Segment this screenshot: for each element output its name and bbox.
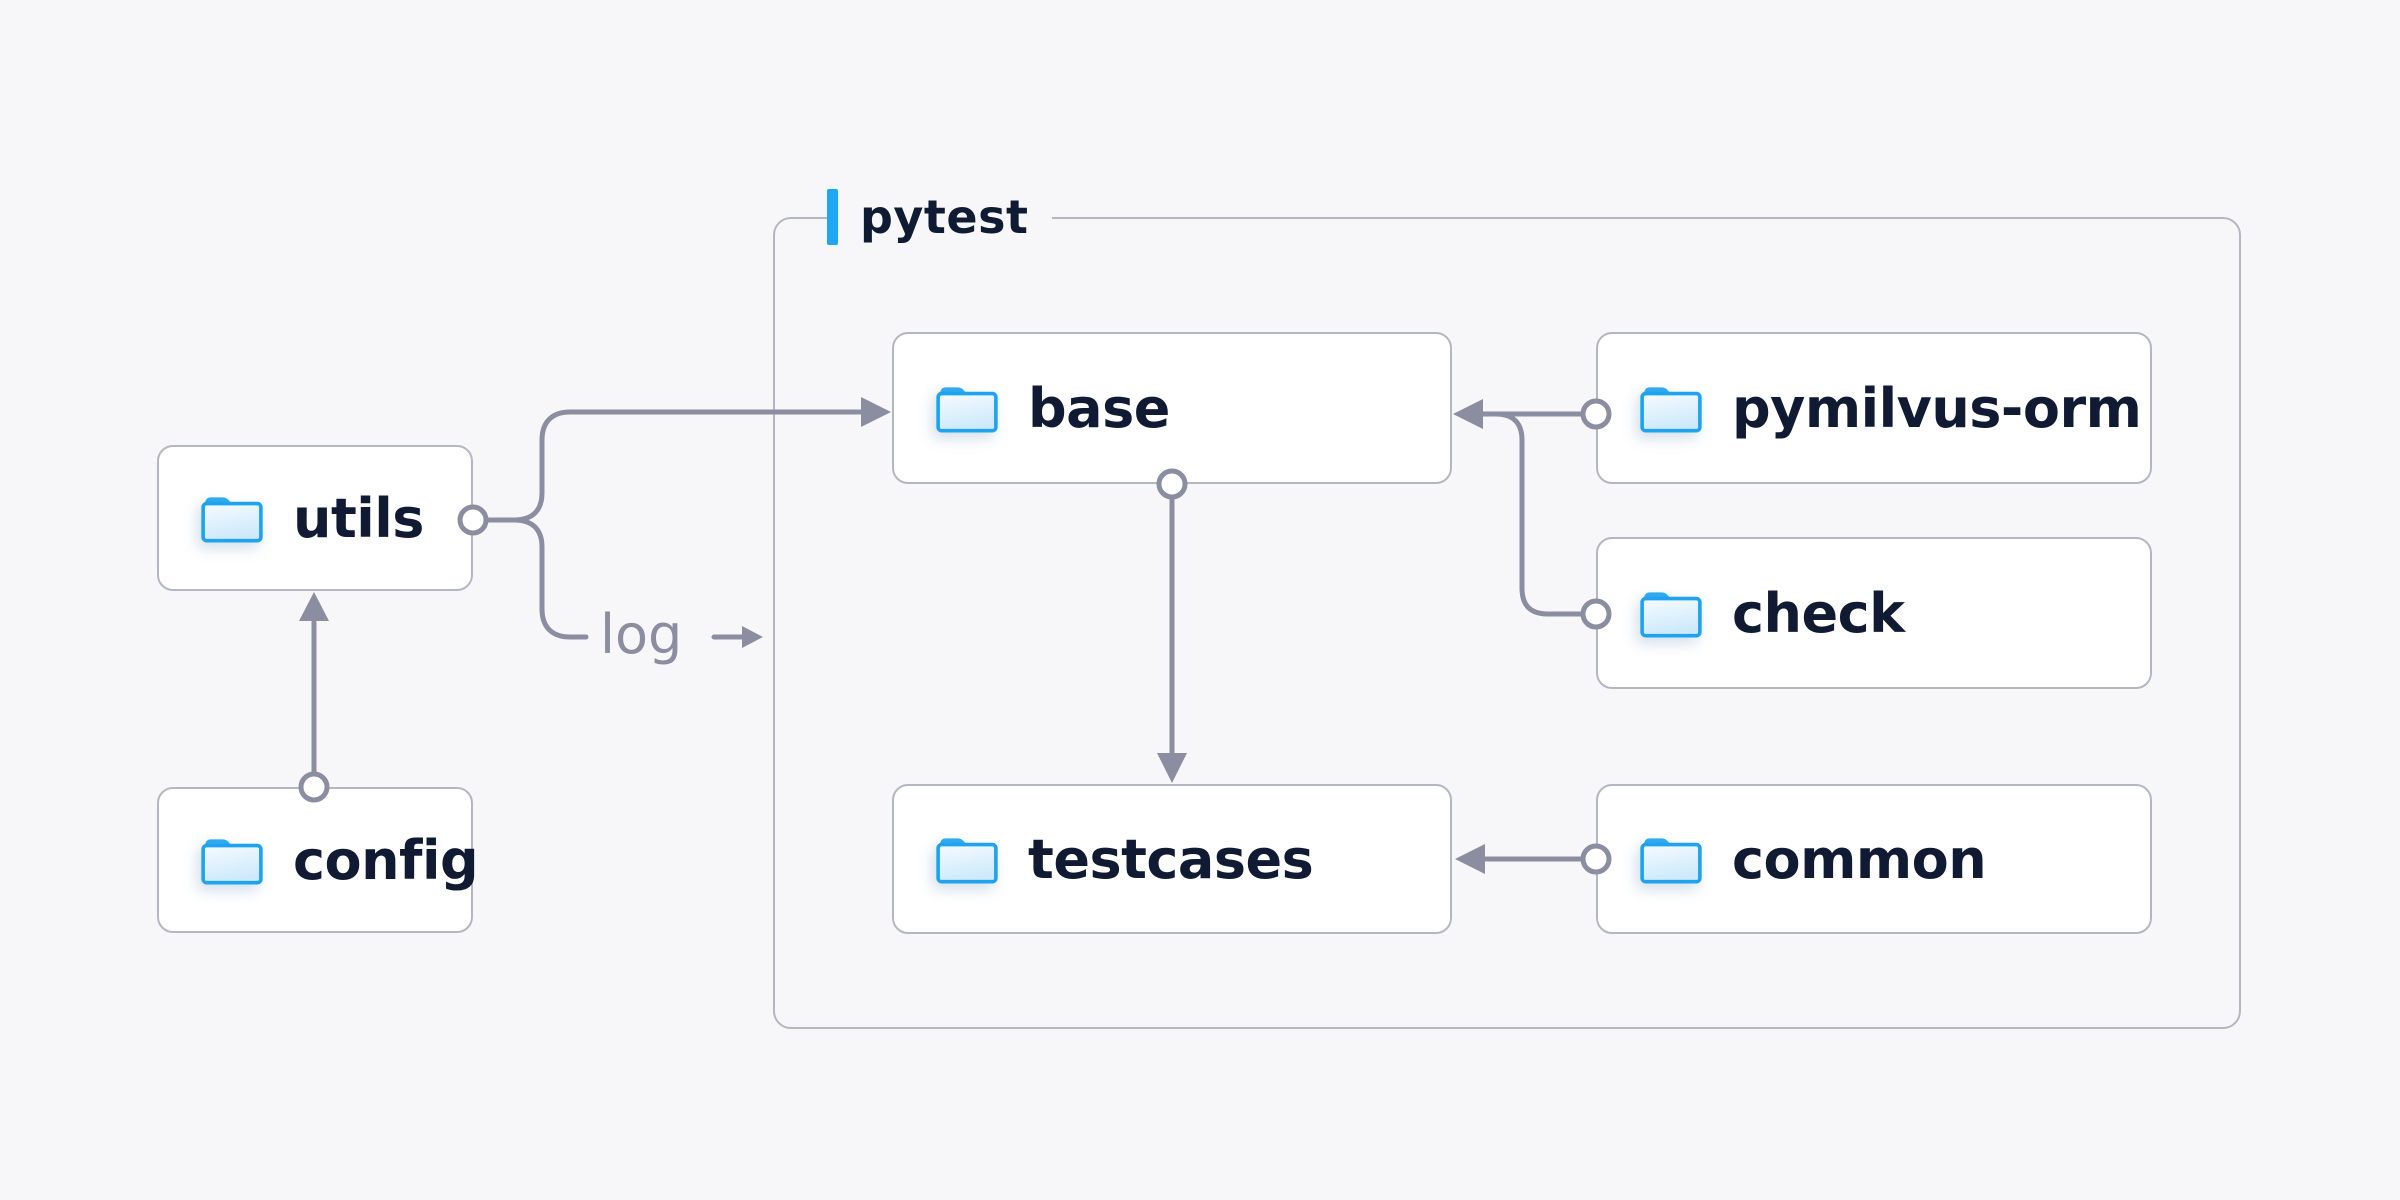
folder-icon	[201, 839, 263, 885]
node-label: utils	[293, 486, 424, 550]
folder-icon	[1640, 387, 1702, 433]
pytest-group-container	[773, 217, 2241, 1029]
folder-icon	[1640, 592, 1702, 638]
folder-icon	[936, 387, 998, 433]
node-common: common	[1596, 784, 2152, 934]
node-label: common	[1732, 827, 1987, 891]
node-check: check	[1596, 537, 2152, 689]
node-testcases: testcases	[892, 784, 1452, 934]
node-base: base	[892, 332, 1452, 484]
folder-icon	[1640, 838, 1702, 884]
node-label: pymilvus-orm	[1732, 376, 2142, 440]
log-annotation: log	[600, 602, 683, 666]
node-label: check	[1732, 581, 1905, 645]
node-pymilvus-orm: pymilvus-orm	[1596, 332, 2152, 484]
group-title: pytest	[860, 190, 1029, 244]
node-config: config	[157, 787, 479, 933]
node-utils: utils	[157, 445, 473, 591]
folder-icon	[936, 838, 998, 884]
pytest-group-label: pytest	[827, 183, 1053, 251]
node-label: config	[293, 828, 479, 892]
folder-icon	[201, 497, 263, 543]
node-label: base	[1028, 376, 1170, 440]
edge-config-to-utils	[298, 592, 330, 803]
node-label: testcases	[1028, 827, 1314, 891]
accent-bar	[827, 189, 838, 245]
